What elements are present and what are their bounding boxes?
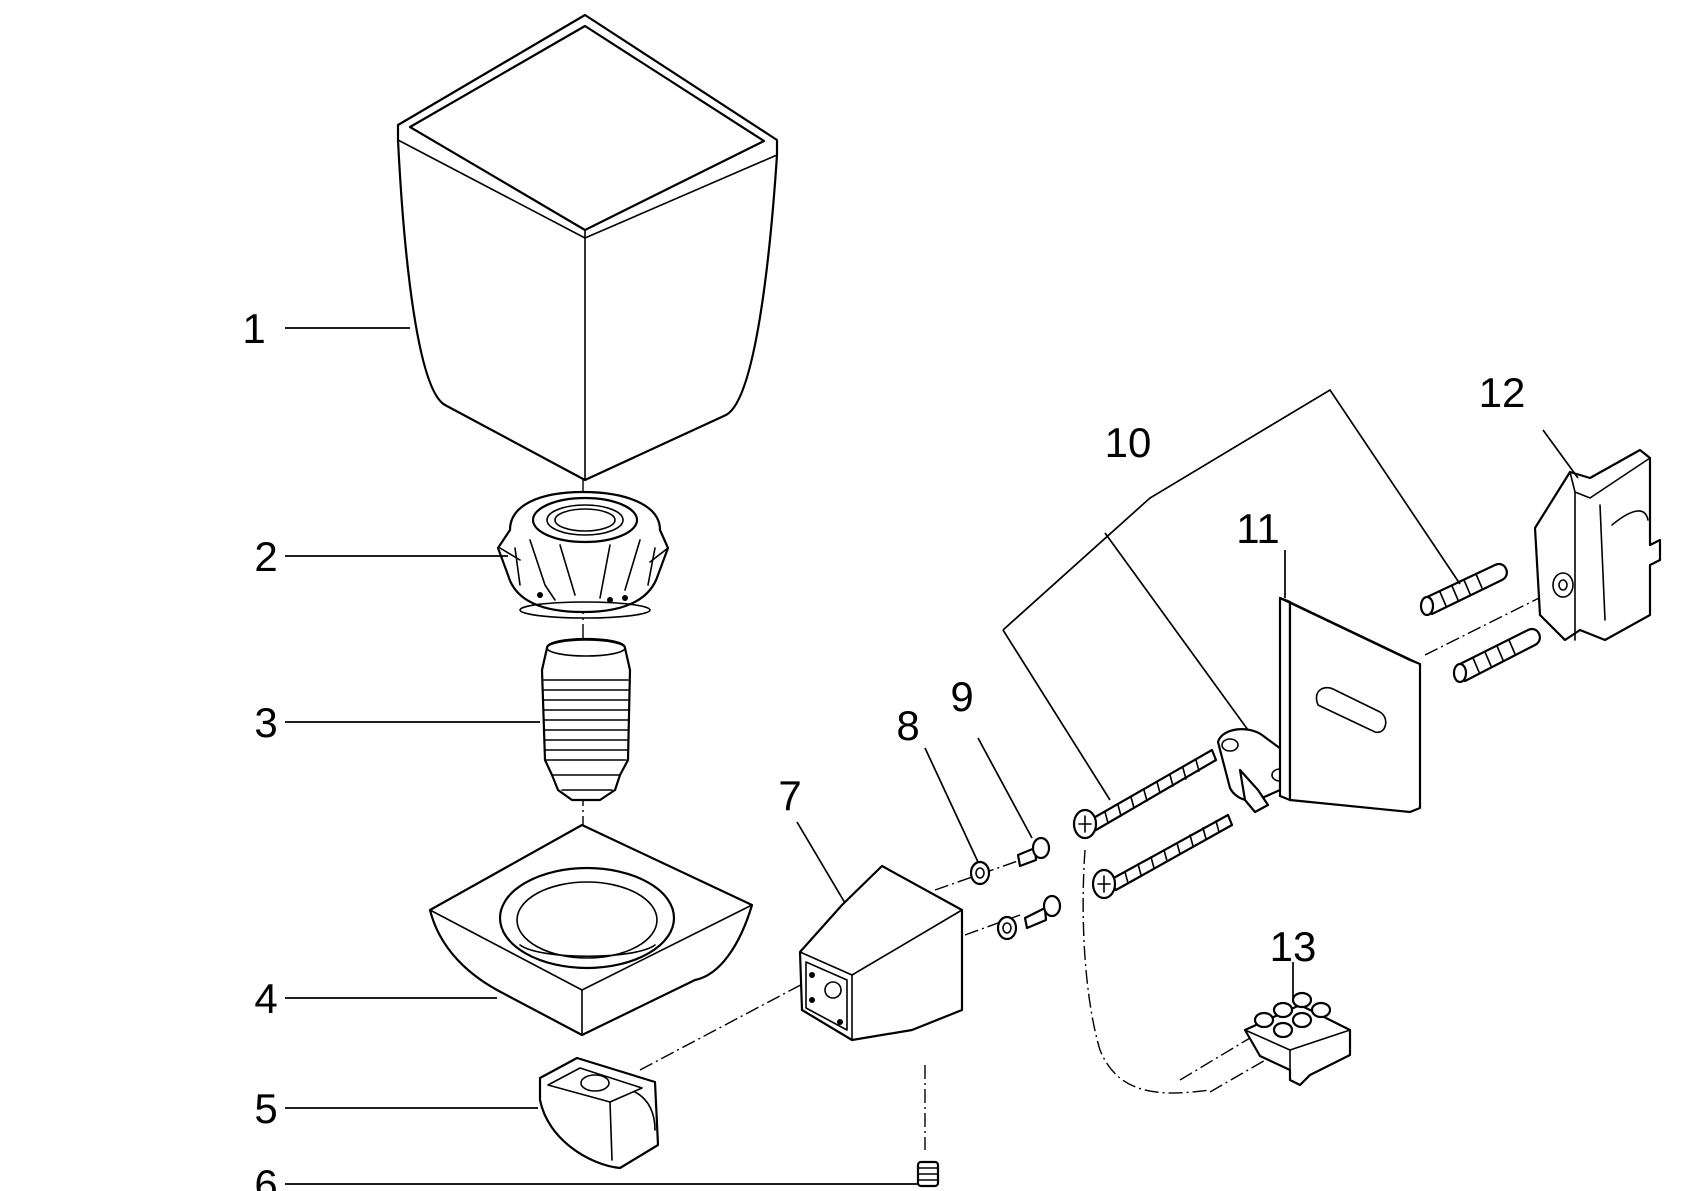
leader-8 xyxy=(924,747,979,863)
part-label-5: 5 xyxy=(254,1085,277,1132)
part-label-11: 11 xyxy=(1236,505,1280,552)
base-adapter-part xyxy=(538,1056,660,1170)
mounting-bracket-part xyxy=(1216,728,1295,814)
part-label-2: 2 xyxy=(254,533,277,580)
small-screw-part xyxy=(1016,836,1062,930)
part-label-6: 6 xyxy=(254,1161,277,1191)
part-label-3: 3 xyxy=(254,699,277,746)
part-labels: 1 2 3 4 5 6 7 8 9 10 11 12 13 xyxy=(242,305,1525,1191)
part-label-10: 10 xyxy=(1105,419,1152,466)
part-label-1: 1 xyxy=(242,305,265,352)
part-label-4: 4 xyxy=(254,975,277,1022)
terminal-block-part xyxy=(1243,991,1352,1087)
base-cup-part xyxy=(428,823,754,1037)
lamp-socket-part xyxy=(540,637,632,802)
wall-box-part xyxy=(1533,448,1662,642)
wall-plug-part xyxy=(1419,562,1541,684)
leader-7 xyxy=(796,821,846,904)
leader-12 xyxy=(1542,429,1579,479)
part-label-13: 13 xyxy=(1270,923,1317,970)
glass-shade-part xyxy=(396,13,779,482)
washer-part xyxy=(969,860,1018,941)
wood-screw-part xyxy=(1072,748,1234,900)
part-label-12: 12 xyxy=(1479,369,1526,416)
wall-plate-part xyxy=(1278,596,1422,814)
leader-lines xyxy=(285,327,1579,1185)
leader-9 xyxy=(977,737,1033,839)
grub-screw-part xyxy=(916,1160,940,1188)
assembly-axes xyxy=(582,480,1556,1150)
part-label-8: 8 xyxy=(896,702,919,749)
leader-10 xyxy=(1002,388,1461,801)
part-label-9: 9 xyxy=(950,673,973,720)
wall-arm-housing-part xyxy=(798,864,964,1042)
shade-holder-part xyxy=(496,490,670,619)
part-label-7: 7 xyxy=(778,772,801,819)
